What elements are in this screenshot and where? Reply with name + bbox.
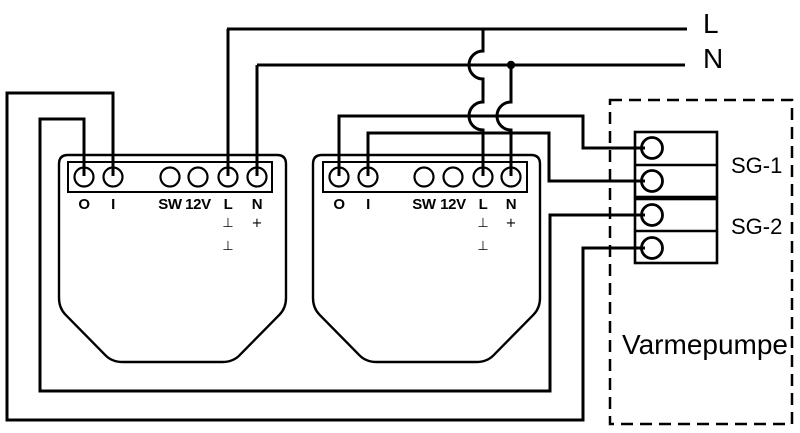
wire-relay1-o-to-sg2-top: [38, 117, 645, 393]
heat-pump-boundary: [608, 98, 794, 426]
relay-2: O I SW 12V L N ⊥ + ⊥: [311, 153, 542, 364]
relay-1-terminal-12v: [187, 166, 209, 188]
relay-1-gnd-mark2-icon: ⊥: [222, 239, 233, 254]
supply-bus: L N: [703, 8, 723, 74]
wire-relay2-o-to-sg1-top: [337, 114, 645, 176]
wires: [5, 27, 687, 422]
relay-1: O I SW 12V L N ⊥ + ⊥: [57, 153, 288, 364]
sg1-terminal-block: SG-1: [633, 130, 782, 199]
relay-1-label-12v: 12V: [185, 196, 211, 213]
relay-1-plus-mark-icon: +: [252, 216, 263, 231]
relay-2-label-i: I: [366, 196, 370, 213]
neutral-junction-dot: [506, 60, 516, 70]
relay-2-label-o: O: [333, 196, 345, 213]
relay-2-label-n: N: [506, 196, 517, 213]
relay-2-terminal-sw: [413, 166, 435, 188]
wire-relay1-i-to-sg2-bottom: [5, 91, 645, 422]
relay-1-label-i: I: [111, 196, 115, 213]
relay-1-label-o: O: [78, 196, 90, 213]
sg1-label: SG-1: [731, 153, 782, 178]
relay-2-terminal-12v: [442, 166, 464, 188]
wire-relay2-l-feed-with-hops: [467, 29, 485, 176]
relay-1-label-l: L: [224, 196, 233, 213]
relay-2-label-sw: SW: [412, 196, 437, 213]
sg2-label: SG-2: [731, 214, 782, 239]
relay-1-body: [57, 153, 288, 364]
relay-2-label-l: L: [479, 196, 488, 213]
relay-2-plus-mark-icon: +: [506, 216, 517, 231]
relay-2-label-12v: 12V: [440, 196, 466, 213]
relay-1-label-n: N: [252, 196, 263, 213]
relay-1-label-sw: SW: [158, 196, 183, 213]
sg2-terminal-block: SG-2: [633, 197, 782, 265]
neutral-bus-label: N: [703, 43, 723, 74]
relay-1-gnd-mark-icon: ⊥: [222, 216, 233, 231]
heat-pump-label: Varmepumpe: [622, 329, 788, 360]
relay-2-body: [311, 153, 542, 364]
line-bus-label: L: [703, 8, 719, 39]
relay-2-gnd-mark-icon: ⊥: [477, 216, 488, 231]
relay-1-terminal-sw: [159, 166, 181, 188]
heat-pump: Varmepumpe SG-1 SG-2: [608, 98, 794, 426]
wire-relay2-i-to-sg1-bottom: [366, 131, 645, 183]
relay-2-gnd-mark2-icon: ⊥: [477, 239, 488, 254]
